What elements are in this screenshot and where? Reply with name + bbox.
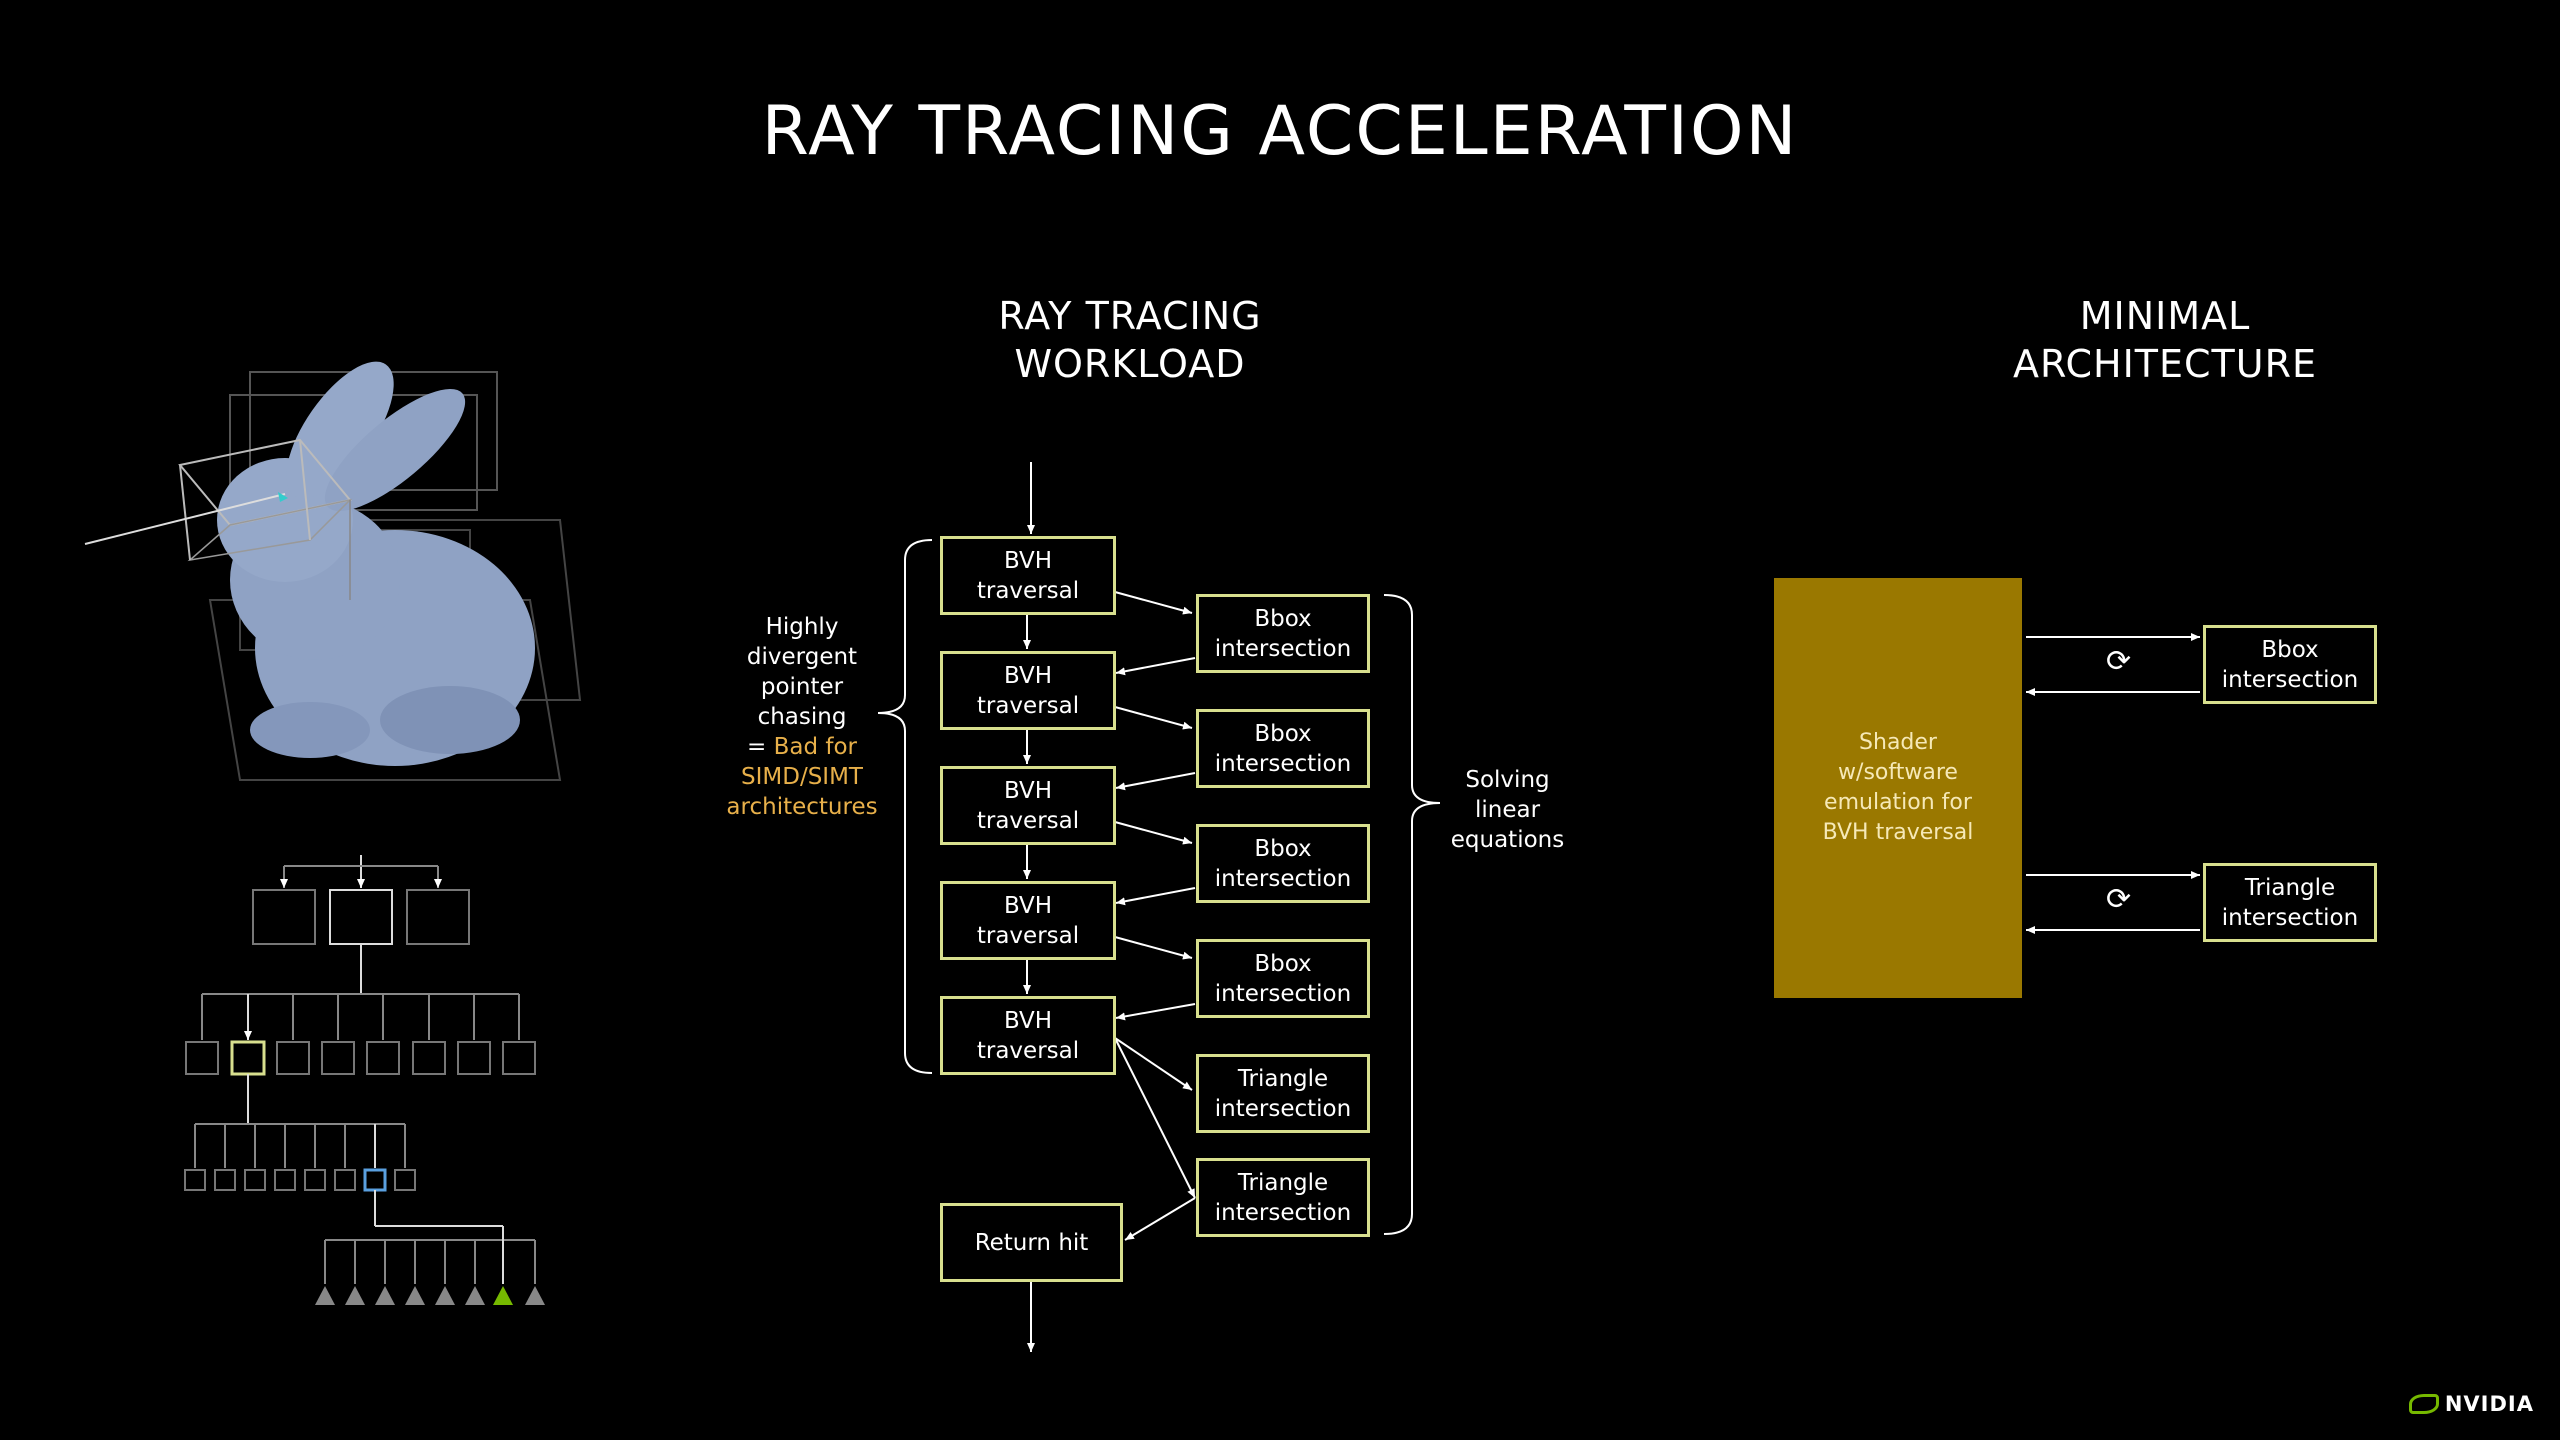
left-brace — [877, 539, 933, 1074]
nvidia-eye-icon — [2408, 1394, 2439, 1414]
architecture-title: MINIMAL ARCHITECTURE — [2012, 294, 2317, 386]
right-brace — [1383, 594, 1441, 1235]
divergent-note: Highly divergent pointer chasing = Bad f… — [726, 614, 878, 820]
nvidia-logo: NVIDIA — [2408, 1392, 2534, 1416]
shader-block: Shader w/software emulation for BVH trav… — [1774, 578, 2022, 998]
architecture-arrows — [2026, 633, 2200, 934]
return-hit-box: Return hit — [940, 1203, 1123, 1282]
slide-title: RAY TRACING ACCELERATION — [761, 92, 1799, 171]
workload-title: RAY TRACING WORKLOAD — [998, 294, 1262, 386]
workload-arrows — [1023, 462, 1196, 1352]
linear-equations-note: Solving linear equations — [1450, 767, 1565, 853]
cycle-icon-triangle: ⟳ — [2106, 882, 2132, 917]
cycle-icon-bbox: ⟳ — [2106, 644, 2132, 679]
bvh-tree — [184, 855, 545, 1305]
bunny-illustration — [84, 361, 582, 781]
